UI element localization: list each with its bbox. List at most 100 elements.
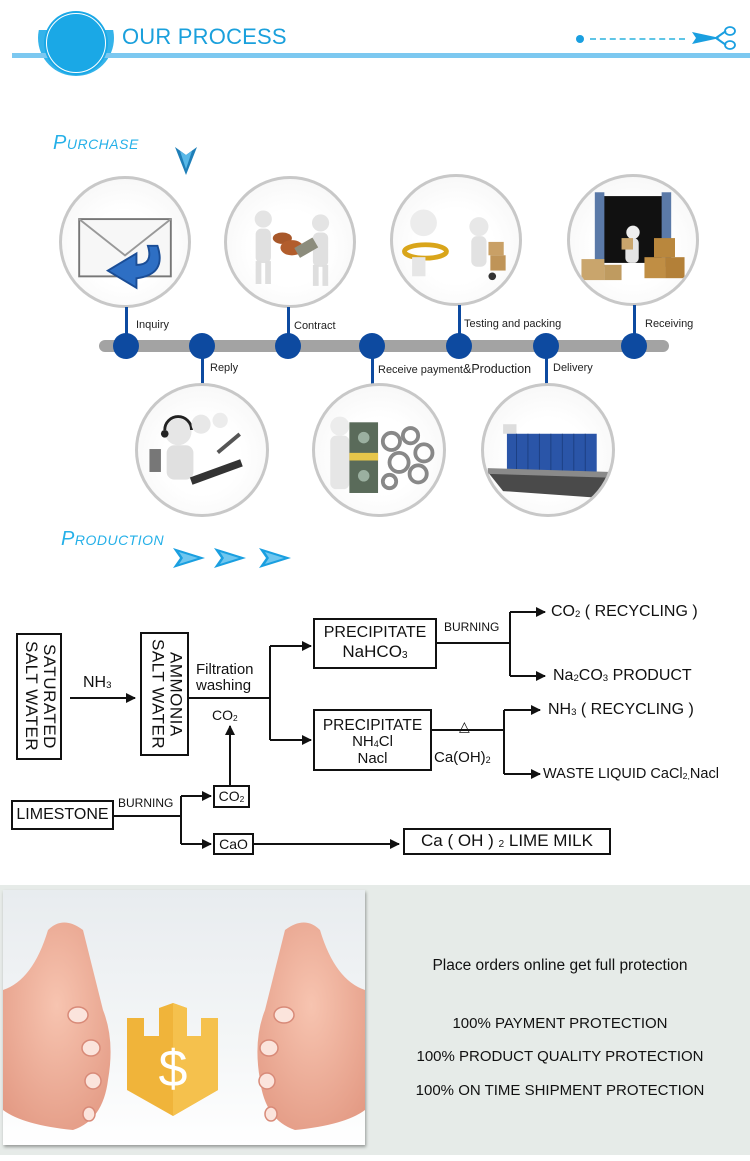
right-arrow-icon bbox=[214, 548, 246, 568]
box-co2: CO2 bbox=[213, 785, 250, 808]
label-cao: CaO bbox=[219, 836, 248, 852]
text: CO bbox=[212, 707, 233, 723]
right-arrow-icon bbox=[173, 548, 205, 568]
sub: 2 bbox=[498, 839, 505, 851]
cargo-ship-icon bbox=[487, 424, 612, 499]
label-nacl: Nacl bbox=[357, 750, 388, 768]
protection-item-shipment: 100% ON TIME SHIPMENT PROTECTION bbox=[415, 1082, 705, 1099]
timeline-node-testing[interactable] bbox=[446, 333, 472, 359]
heat-symbol-icon: △ bbox=[459, 718, 470, 734]
stem-testing bbox=[458, 305, 461, 345]
box-saturated-salt-water: SATURATED SALT WATER bbox=[16, 633, 62, 760]
step-image-receiving bbox=[567, 174, 699, 306]
label-co2: CO2 bbox=[212, 708, 238, 722]
sub: 2 bbox=[575, 608, 581, 620]
timeline-node-contract[interactable] bbox=[275, 333, 301, 359]
output-na2co3-product: Na2CO3 PRODUCT bbox=[553, 668, 692, 684]
protection-headline: Place orders online get full protection bbox=[432, 957, 688, 974]
sub: 3 bbox=[401, 650, 408, 662]
box-precipitate-nahco3: PRECIPITATE NaHCO3 bbox=[313, 618, 437, 669]
label-suffix: &Production bbox=[463, 362, 532, 376]
sub: 3 bbox=[602, 672, 609, 684]
section-title-production: PRODUCTION bbox=[61, 528, 164, 551]
sub: 2 bbox=[573, 672, 579, 684]
money-gears-icon bbox=[330, 416, 435, 493]
text: Na bbox=[553, 667, 574, 684]
header-rule bbox=[12, 53, 750, 58]
box-limestone: LIMESTONE bbox=[11, 800, 114, 830]
label-burning: BURNING bbox=[444, 620, 500, 634]
text: Ca(OH) bbox=[434, 749, 486, 766]
sub: 2 bbox=[239, 794, 245, 805]
step-image-testing bbox=[390, 174, 522, 306]
timeline-node-reply[interactable] bbox=[189, 333, 215, 359]
text: CO bbox=[578, 667, 603, 684]
step-image-reply bbox=[135, 383, 269, 517]
text: PRODUCT bbox=[608, 667, 692, 684]
call-center-icon bbox=[149, 412, 243, 485]
box-precipitate-nh4cl: PRECIPITATE NH4Cl Nacl bbox=[313, 709, 432, 771]
scissors-icon bbox=[692, 26, 736, 50]
label-co2-box: CO2 bbox=[219, 789, 245, 803]
text: Ca ( OH ) bbox=[421, 831, 499, 851]
timeline-node-delivery[interactable] bbox=[533, 333, 559, 359]
text: NH bbox=[548, 701, 572, 718]
title-rest: URCHASE bbox=[66, 136, 139, 152]
stem-inquiry bbox=[125, 307, 128, 347]
timeline-node-receive-payment[interactable] bbox=[359, 333, 385, 359]
stem-contract bbox=[287, 307, 290, 347]
label-nh3: NH3 bbox=[83, 675, 111, 691]
stem-delivery bbox=[545, 345, 548, 387]
step-label-testing: Testing and packing bbox=[464, 318, 562, 330]
sub: 3 bbox=[571, 706, 577, 718]
output-nh3-recycling: NH3 ( RECYCLING ) bbox=[548, 702, 694, 718]
label-limestone: LIMESTONE bbox=[16, 806, 109, 823]
step-image-inquiry bbox=[59, 176, 191, 308]
label-filtration: Filtration bbox=[196, 661, 254, 678]
page-title: OUR PROCESS bbox=[122, 24, 287, 49]
protection-item-payment: 100% PAYMENT PROTECTION bbox=[452, 1015, 668, 1032]
label-caoh2: Ca(OH)2 bbox=[434, 750, 491, 765]
text: ( RECYCLING ) bbox=[576, 701, 694, 718]
step-image-receive-payment bbox=[312, 383, 446, 517]
step-image-delivery bbox=[481, 383, 615, 517]
sub: 2 bbox=[233, 712, 238, 723]
down-arrow-icon bbox=[175, 147, 197, 175]
output-waste-liquid: WASTE LIQUID CaCl2,Nacl bbox=[543, 767, 719, 782]
step-label-contract: Contract bbox=[294, 320, 336, 332]
label-precipitate: PRECIPITATE bbox=[323, 624, 427, 641]
section-title-purchase: PURCHASE bbox=[53, 132, 139, 155]
sub: 2 bbox=[485, 754, 491, 765]
dashed-cut-line bbox=[590, 38, 685, 40]
protection-image: $ bbox=[3, 890, 365, 1145]
flow-connectors bbox=[70, 607, 546, 849]
text: ( RECYCLING ) bbox=[580, 603, 698, 620]
label-nh4cl: NH4Cl bbox=[315, 734, 430, 752]
timeline-node-receiving[interactable] bbox=[621, 333, 647, 359]
output-co2-recycling: CO2 ( RECYCLING ) bbox=[551, 604, 698, 620]
envelope-reply-icon bbox=[78, 218, 172, 290]
step-label-receive-payment: Receive payment&Production bbox=[378, 362, 531, 376]
right-arrow-icon bbox=[259, 548, 291, 568]
stem-reply bbox=[201, 345, 204, 387]
label-precipitate: PRECIPITATE bbox=[322, 717, 423, 734]
text: NH bbox=[83, 674, 107, 691]
text: WASTE LIQUID CaCl bbox=[543, 766, 683, 782]
header-badge-circle bbox=[46, 13, 106, 73]
step-label-receiving: Receiving bbox=[645, 318, 694, 330]
timeline-node-inquiry[interactable] bbox=[113, 333, 139, 359]
svg-text:$: $ bbox=[159, 1040, 188, 1098]
inspection-packing-icon bbox=[402, 209, 506, 281]
text: Nacl bbox=[689, 766, 719, 782]
label-ammonia: AMMONIA SALT WATER bbox=[148, 638, 186, 750]
stem-receiving bbox=[633, 305, 636, 345]
step-label-inquiry: Inquiry bbox=[136, 319, 170, 331]
label-prefix: Receive payment bbox=[378, 364, 463, 376]
label-washing: washing bbox=[196, 677, 252, 694]
text: NH bbox=[352, 732, 374, 750]
step-label-reply: Reply bbox=[210, 362, 239, 374]
label-burning-limestone: BURNING bbox=[118, 796, 174, 810]
box-cao: CaO bbox=[213, 833, 254, 855]
protection-item-quality: 100% PRODUCT QUALITY PROTECTION bbox=[416, 1048, 704, 1065]
text: NaHCO bbox=[342, 642, 402, 661]
